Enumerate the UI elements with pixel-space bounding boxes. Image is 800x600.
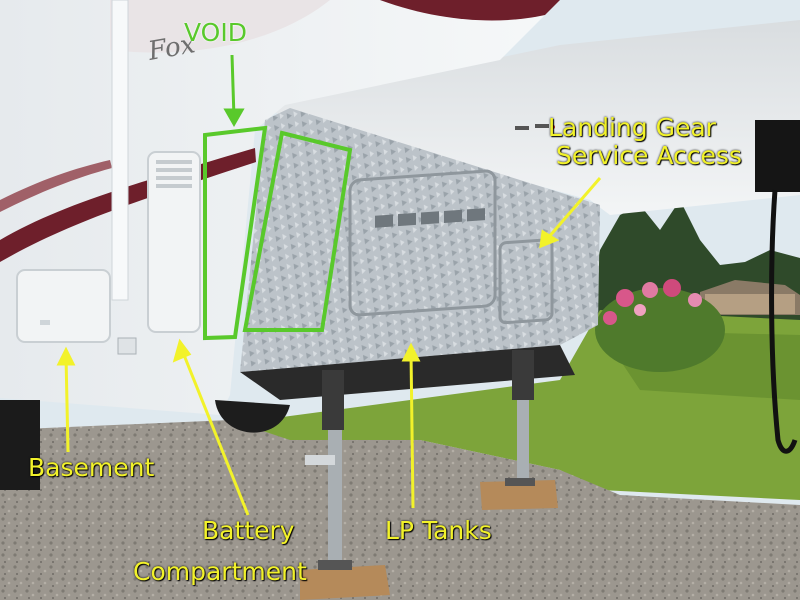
void-outline-plate bbox=[242, 130, 353, 332]
power-cable bbox=[769, 189, 798, 454]
label-void: VOID bbox=[184, 18, 247, 47]
label-basement: Basement bbox=[28, 453, 155, 482]
arrow-landing-gear bbox=[546, 177, 602, 239]
basement-hatch bbox=[16, 269, 111, 343]
battery-vent-louvers bbox=[156, 160, 192, 188]
lp-tank-door bbox=[348, 169, 497, 317]
flowering-shrub bbox=[595, 279, 725, 372]
trailer-side-wall bbox=[0, 0, 560, 415]
swoosh-accent bbox=[0, 160, 112, 212]
lp-door-vents bbox=[375, 208, 485, 228]
void-outline-side bbox=[203, 125, 268, 341]
label-landing-gear-line2: Service Access bbox=[556, 141, 742, 170]
underside-vents bbox=[515, 124, 555, 130]
arrow-lp-tanks bbox=[409, 351, 415, 509]
power-inlet bbox=[117, 337, 137, 355]
arrow-basement bbox=[64, 355, 70, 453]
gravel-ground bbox=[0, 420, 800, 600]
label-landing-gear-line1: Landing Gear bbox=[548, 113, 716, 142]
label-lp-tanks: LP Tanks bbox=[385, 516, 492, 545]
vertical-pipe bbox=[111, 0, 129, 301]
battery-door bbox=[147, 151, 201, 333]
service-access-door bbox=[498, 238, 554, 325]
left-wheel bbox=[0, 400, 40, 490]
wheel bbox=[215, 400, 290, 433]
basement-latch bbox=[40, 320, 50, 325]
arrow-void bbox=[230, 54, 236, 119]
landing-gear-leg-right bbox=[480, 350, 558, 510]
label-battery-line2: Compartment bbox=[133, 557, 307, 586]
upper-graphic-light bbox=[110, 0, 330, 53]
overhang-underside bbox=[258, 20, 800, 215]
upper-graphic bbox=[380, 0, 560, 21]
landing-gear-leg-left bbox=[300, 370, 390, 600]
landing-gear-motor bbox=[755, 120, 800, 192]
arrow-battery bbox=[180, 349, 250, 516]
label-battery-line1: Battery bbox=[202, 516, 295, 545]
